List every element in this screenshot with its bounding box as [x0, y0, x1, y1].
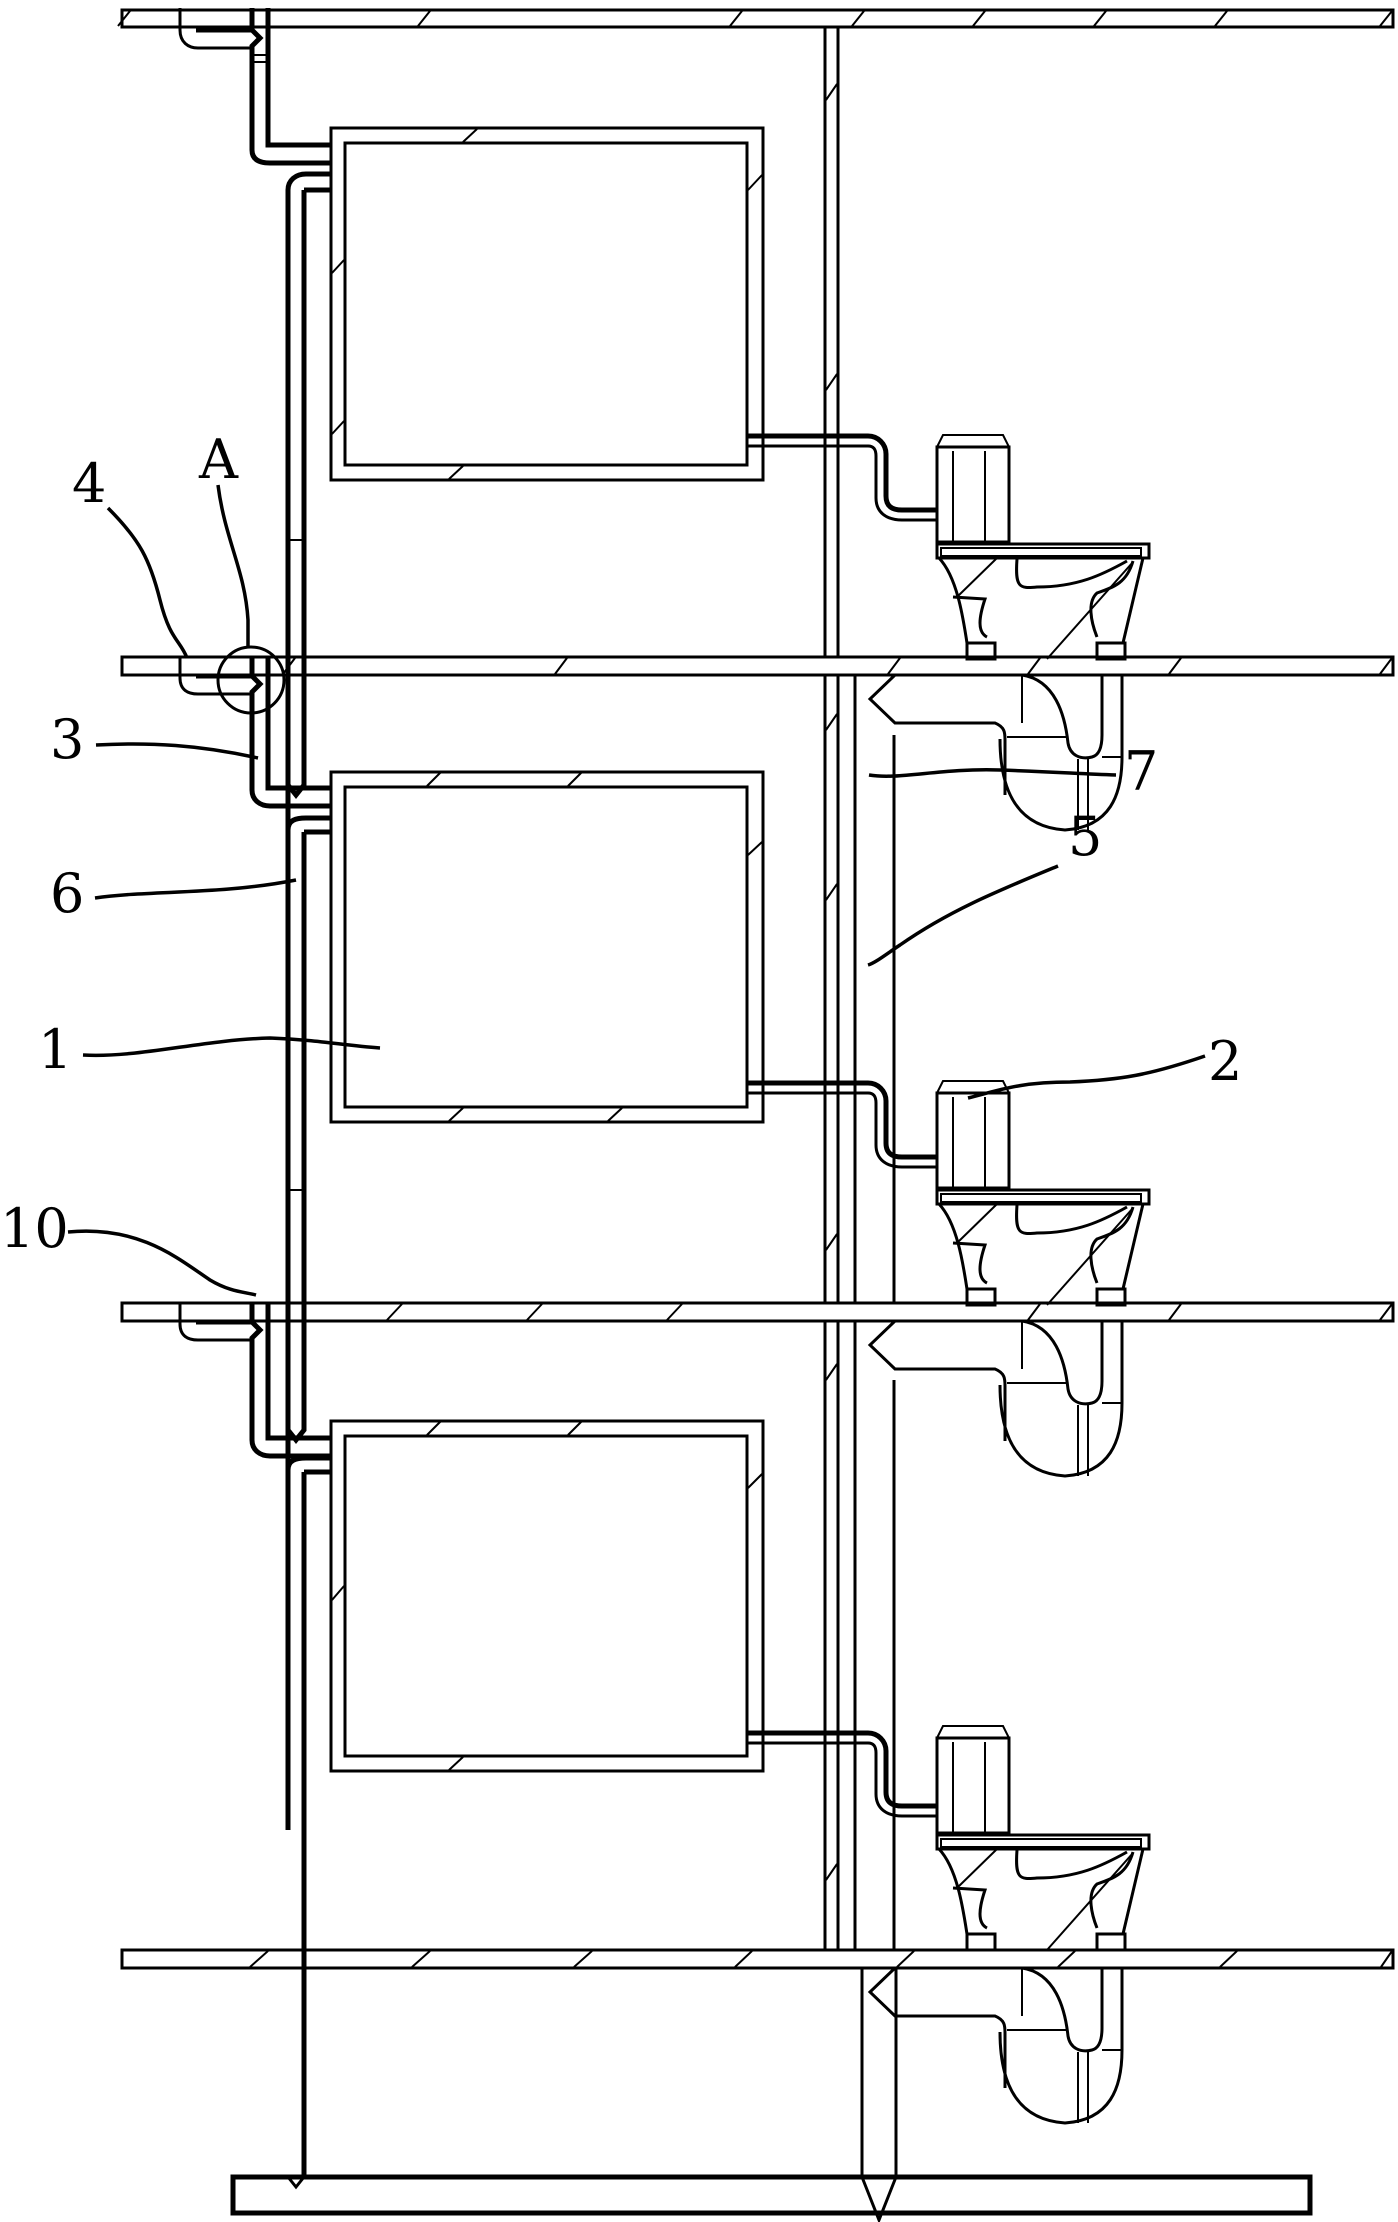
- toilet-2: [935, 1079, 1151, 1307]
- water-tank-1: [329, 126, 765, 482]
- detail-circle-a: [216, 645, 286, 715]
- leader-a: [216, 484, 250, 648]
- toilet-trap-3: [868, 1966, 1124, 2125]
- leader-10: [67, 1229, 257, 1297]
- label-6: 6: [50, 862, 84, 925]
- overflow-pipe-1: [285, 171, 331, 1830]
- partition-wall: [823, 27, 840, 1950]
- inlet-pipe-1: [178, 8, 331, 166]
- overflow-pipe-3: [285, 1455, 331, 2190]
- toilet-1: [935, 433, 1151, 661]
- water-tank-2: [329, 770, 765, 1124]
- leader-3: [95, 742, 259, 760]
- inlet-pipe-3: [178, 1302, 331, 1459]
- floor-slab-4: [120, 1948, 1395, 1970]
- toilet-trap-2: [868, 1319, 1124, 1478]
- leader-2: [967, 1054, 1206, 1100]
- floor-slab-3: [120, 1301, 1395, 1323]
- label-1: 1: [38, 1018, 72, 1081]
- drain-stack: [853, 675, 898, 2222]
- label-10: 10: [0, 1197, 69, 1260]
- overflow-pipe-1-detail: [286, 187, 331, 800]
- leader-6: [94, 878, 297, 900]
- inlet-pipe-2: [178, 656, 331, 809]
- foundation-slab: [230, 2174, 1313, 2216]
- toilet-3: [935, 1724, 1151, 1952]
- label-a: A: [198, 428, 239, 491]
- water-tank-3: [329, 1419, 765, 1773]
- label-7: 7: [1124, 740, 1158, 803]
- floor-slab-roof: [117, 8, 1395, 29]
- leader-1: [82, 1036, 381, 1058]
- leader-5: [867, 864, 1059, 967]
- label-2: 2: [1208, 1030, 1242, 1093]
- floor-slab-2: [120, 655, 1395, 677]
- supply-pipe-2: [747, 1080, 937, 1169]
- overflow-pipe-2: [285, 815, 331, 1445]
- supply-pipe-1: [747, 433, 937, 522]
- label-4: 4: [72, 452, 106, 515]
- supply-pipe-3: [747, 1730, 937, 1818]
- label-5: 5: [1068, 805, 1102, 868]
- leader-4: [106, 506, 189, 659]
- label-3: 3: [50, 708, 84, 771]
- leader-7: [868, 768, 1117, 778]
